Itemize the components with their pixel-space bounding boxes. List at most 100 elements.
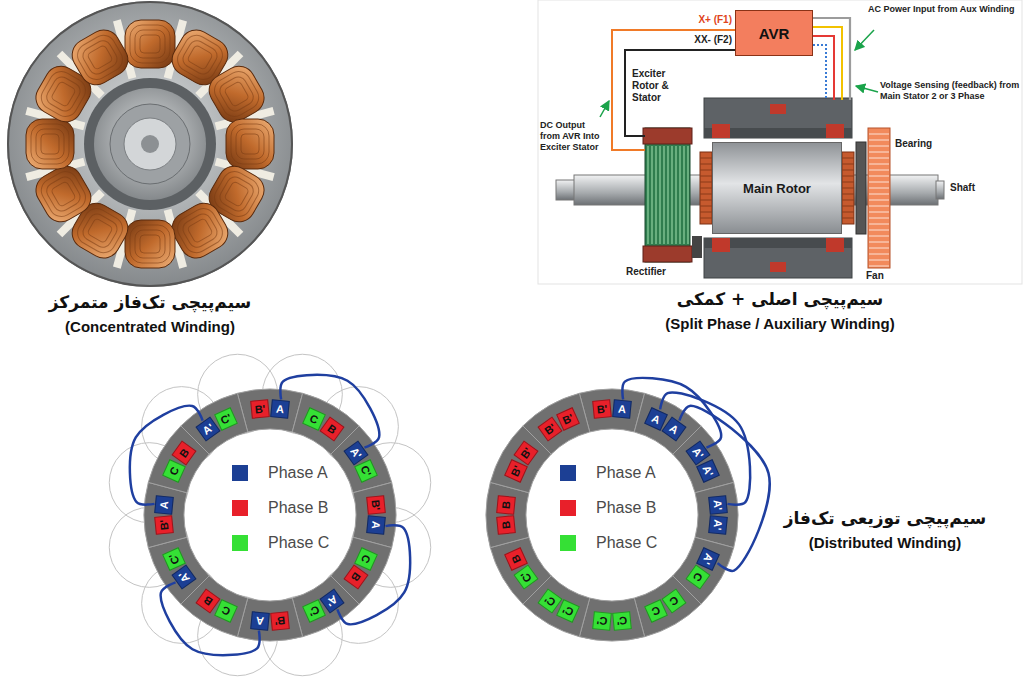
part-name: Exciter Rotor & Stator xyxy=(632,68,694,104)
stator-tooth xyxy=(148,537,209,604)
winding-stripe xyxy=(700,206,712,207)
coil-body xyxy=(166,197,233,264)
legend-swatch xyxy=(560,500,576,516)
winding-stripe xyxy=(842,176,854,177)
node-text: C xyxy=(360,553,373,565)
callout-note: AC Power Input from Aux Winding xyxy=(868,4,1018,15)
exciter-tooth xyxy=(683,146,684,244)
slot-coil-side: A xyxy=(366,515,386,535)
winding-stripe xyxy=(842,212,854,213)
coil-body xyxy=(125,20,175,68)
fan xyxy=(868,128,890,268)
fan-blade xyxy=(869,230,889,231)
stator-tooth xyxy=(181,393,248,454)
slot-coil-side: B xyxy=(497,495,517,515)
legend-item: Phase B xyxy=(560,499,656,517)
stator-tooth xyxy=(579,389,644,432)
exciter-tooth xyxy=(659,146,660,244)
slot-coil-side: B' xyxy=(250,400,270,420)
coil-turns xyxy=(41,134,59,154)
node-text: A' xyxy=(701,552,715,566)
copper-coil xyxy=(30,160,97,227)
node-text: A' xyxy=(324,594,339,609)
coil-end-connector xyxy=(679,406,769,571)
stator-tooth xyxy=(579,598,644,641)
node-text: C' xyxy=(561,604,575,618)
wire xyxy=(813,18,850,100)
rotor-face xyxy=(94,88,206,200)
coil-body xyxy=(30,160,97,227)
node-text: A' xyxy=(701,464,715,478)
exciter xyxy=(645,128,690,262)
exciter-stator xyxy=(643,246,692,262)
stator-coil xyxy=(826,124,844,138)
coil-end-connector xyxy=(660,392,750,504)
stator-coil xyxy=(826,238,844,252)
slot-coil-side: A' xyxy=(708,495,728,515)
fan-blade xyxy=(869,248,889,249)
stator-bore xyxy=(84,78,216,210)
node-text: B' xyxy=(159,519,171,531)
stator-coil xyxy=(712,238,730,252)
shaft-stub xyxy=(556,180,576,200)
stator-tooth xyxy=(634,576,701,637)
slot-coil-side: A xyxy=(612,400,632,420)
node-text: C xyxy=(691,570,705,583)
coil-turns xyxy=(236,129,264,159)
figure-panel xyxy=(538,0,1022,284)
winding-stripe xyxy=(842,206,854,207)
coil-body xyxy=(66,24,133,91)
node-text: C xyxy=(167,465,180,477)
winding-stripe xyxy=(700,200,712,201)
exciter-tooth xyxy=(675,146,676,244)
node-text: C' xyxy=(543,594,558,609)
winding-stripe xyxy=(700,176,712,177)
coil-turns xyxy=(31,124,69,164)
wire xyxy=(813,36,834,100)
coil-turns xyxy=(224,181,250,207)
fan-blade xyxy=(869,146,889,147)
coil-turns xyxy=(224,81,250,107)
coil-turns xyxy=(210,67,263,121)
fan-blade xyxy=(869,260,889,261)
coil-turns xyxy=(87,45,113,71)
legend-item: Phase A xyxy=(560,464,656,482)
coil-turns xyxy=(130,225,170,263)
node-text: B xyxy=(501,500,513,509)
bearing xyxy=(856,142,866,234)
legend-item: Phase A xyxy=(232,464,328,482)
node-text: B' xyxy=(508,464,522,478)
fan-blade xyxy=(869,170,889,171)
copper-coil xyxy=(166,197,233,264)
coil-turns xyxy=(187,45,213,71)
caption-persian: سیم‌پیچی اصلی + کمکی xyxy=(560,289,1000,309)
node-text: AVR xyxy=(759,25,790,42)
wire xyxy=(625,50,735,136)
node-text: C' xyxy=(166,552,180,566)
avr-box: AVR xyxy=(735,10,813,56)
node-text: C' xyxy=(219,411,233,425)
node-text: A' xyxy=(691,446,706,461)
stator-tooth xyxy=(486,482,529,547)
wire xyxy=(612,30,735,150)
node-text: A' xyxy=(712,519,724,531)
stator-tooth xyxy=(237,598,302,641)
stator-tooth xyxy=(695,482,738,547)
node-text: B xyxy=(325,422,338,436)
legend-swatch xyxy=(232,500,248,516)
stator-tooth xyxy=(331,426,392,493)
legend-text: Phase A xyxy=(596,464,656,482)
stator-ring xyxy=(486,389,738,641)
part-name: Rectifier xyxy=(626,266,696,278)
slot-coil-side: B' xyxy=(592,400,612,420)
copper-coil xyxy=(66,24,133,91)
fan-blade xyxy=(869,140,889,141)
coil-body xyxy=(125,220,175,268)
stator-coil xyxy=(770,262,786,272)
copper-coil xyxy=(26,119,74,169)
stator-coil xyxy=(770,104,786,114)
node-text: A xyxy=(618,404,627,416)
node-text: C xyxy=(308,412,320,425)
winding-stripe xyxy=(700,188,712,189)
